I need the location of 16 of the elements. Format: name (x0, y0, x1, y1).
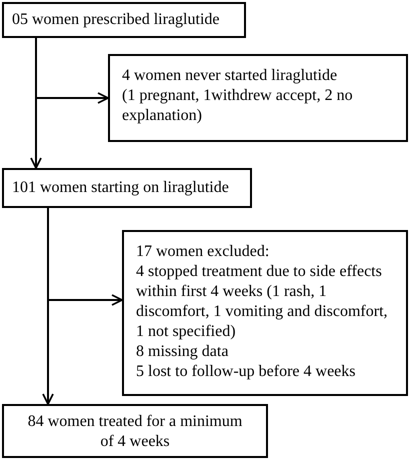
exclusion-box (122, 230, 408, 396)
exclusion-box (108, 54, 408, 142)
process-box (2, 404, 268, 458)
process-box (2, 168, 252, 208)
box-text: 101 women starting on liraglutide (12, 178, 230, 198)
arrow (30, 38, 42, 169)
arrow (42, 208, 54, 405)
process-box (2, 2, 246, 38)
box-text: 05 women prescribed liraglutide (12, 10, 220, 30)
box-text: 84 women treated for a minimum of 4 weeks (26, 412, 244, 452)
box-text: 4 women never started liraglutide (122, 66, 338, 86)
box-text: 17 women excluded: (136, 242, 270, 262)
box-text: 8 missing data (136, 342, 230, 362)
box-text: (1 pregnant, 1withdrew accept, 2 no explanation) (122, 86, 354, 126)
box-text: 4 stopped treatment due to side effects within first 4 weeks (1 rash, 1 discomfort, 1 vomiting and discomfort, 1 not specified) (136, 262, 389, 342)
box-text: 5 lost to follow-up before 4 weeks (136, 362, 357, 382)
